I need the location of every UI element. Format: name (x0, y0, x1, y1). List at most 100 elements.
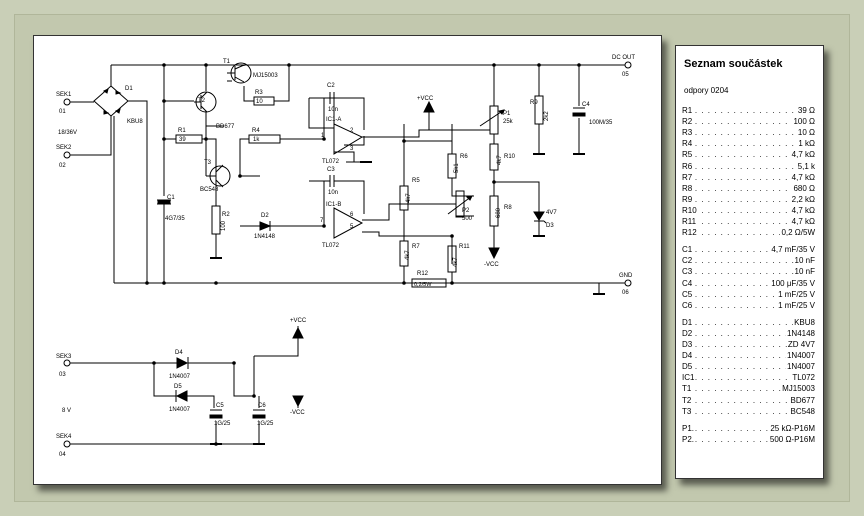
svg-text:4V7: 4V7 (546, 210, 557, 216)
part-ref: C5 (682, 288, 694, 300)
list-item: . . . . . . . . . . . . . . . . . . . . … (682, 138, 815, 150)
part-ref: T1 (682, 383, 693, 395)
svg-text:4G7/35: 4G7/35 (165, 216, 185, 222)
capacitor-c4 (572, 107, 586, 117)
label-sek2: SEK2 (56, 145, 72, 151)
resistor-r12 (411, 278, 447, 288)
svg-text:R9: R9 (530, 100, 538, 106)
svg-text:5k1: 5k1 (454, 163, 460, 173)
part-value: 1N4148 (785, 327, 815, 339)
svg-text:7: 7 (320, 218, 324, 224)
part-value: 500 Ω-P16M (768, 433, 815, 445)
part-value: MJ15003 (781, 383, 815, 395)
diode-d4 (176, 357, 191, 369)
opamp-ic1a (333, 123, 364, 155)
part-value: 100 μF/35 V (770, 277, 815, 289)
list-item: . . . . . . . . . . . . . . . . . . . . … (682, 316, 815, 328)
leader-dots: . . . . . . . . . . . . . . . . . . . . … (682, 434, 815, 444)
list-item: . . . . . . . . . . . . . . . . . . . . … (682, 204, 815, 216)
leader-dots: . . . . . . . . . . . . . . . . . . . . … (682, 183, 815, 193)
part-ref: C3 (682, 266, 694, 278)
svg-text:5: 5 (350, 224, 354, 230)
label-input-voltage: 18/36V (58, 130, 77, 136)
list-item: . . . . . . . . . . . . . . . . . . . . … (682, 288, 815, 300)
capacitor-c5 (209, 409, 223, 419)
resistor-r11 (447, 245, 457, 273)
schematic-diagram: SEK1 01 18/36V SEK2 02 SEK3 03 8 V SEK4 … (56, 55, 635, 458)
part-ref: R4 (682, 138, 694, 150)
part-value: 10 nF (793, 255, 815, 267)
leader-dots: . . . . . . . . . . . . . . . . . . . . … (682, 194, 815, 204)
part-value: ZD 4V7 (786, 339, 815, 350)
part-value: BD677 (789, 394, 815, 406)
leader-dots: . . . . . . . . . . . . . . . . . . . . … (682, 139, 815, 149)
resistor-r3 (253, 96, 275, 106)
part-ref: D4 (682, 350, 694, 362)
transistor-t2 (194, 91, 217, 113)
terminal-sek3 (63, 359, 71, 367)
leader-dots: . . . . . . . . . . . . . . . . . . . . … (682, 340, 815, 349)
label-sek2-num: 02 (59, 163, 66, 169)
svg-text:R3: R3 (255, 90, 263, 96)
label-sek1: SEK1 (56, 92, 72, 98)
terminal-gnd (624, 279, 632, 287)
svg-text:10: 10 (256, 99, 263, 105)
svg-text:R11: R11 (459, 244, 470, 250)
part-ref: IC1 (682, 372, 696, 384)
potentiometer-p2 (444, 190, 473, 218)
svg-text:TL072: TL072 (322, 243, 340, 249)
svg-text:C4: C4 (582, 102, 590, 108)
leader-dots: . . . . . . . . . . . . . . . . . . . . … (682, 256, 815, 266)
list-item: . . . . . . . . . . . . . . . . . . . . … (682, 244, 815, 256)
part-value: 4,7 kΩ (790, 216, 815, 227)
list-item: . . . . . . . . . . . . . . . . . . . . … (682, 405, 815, 417)
part-ref: R11 (682, 216, 698, 227)
label-aux-voltage: 8 V (62, 408, 71, 414)
parts-list-panel: Seznam součástek odpory 0204 . . . . . .… (675, 45, 824, 479)
part-ref: C6 (682, 299, 694, 311)
svg-text:+VCC: +VCC (417, 96, 434, 102)
leader-dots: . . . . . . . . . . . . . . . . . . . . … (682, 362, 815, 372)
svg-text:R8: R8 (504, 205, 512, 211)
svg-text:680: 680 (496, 207, 502, 218)
leader-dots: . . . . . . . . . . . . . . . . . . . . … (682, 128, 815, 138)
part-value: 10 nF (793, 266, 815, 278)
part-ref: T2 (682, 394, 693, 406)
svg-text:D4: D4 (175, 350, 183, 356)
svg-text:2: 2 (350, 128, 354, 134)
svg-text:BC548: BC548 (200, 187, 219, 193)
svg-text:1N4007: 1N4007 (169, 407, 191, 413)
svg-text:39: 39 (179, 137, 186, 143)
part-ref: R8 (682, 182, 694, 194)
part-ref: P1. (682, 422, 696, 434)
svg-text:2k2: 2k2 (544, 111, 550, 121)
svg-text:D2: D2 (261, 213, 269, 219)
svg-text:4k7: 4k7 (497, 155, 503, 165)
list-item: . . . . . . . . . . . . . . . . . . . . … (682, 105, 815, 116)
leader-dots: . . . . . . . . . . . . . . . . . . . . … (682, 278, 815, 288)
label-dc-out: DC OUT (612, 55, 635, 61)
svg-text:1k: 1k (253, 137, 260, 143)
transistor-t3 (206, 164, 231, 188)
part-ref: R5 (682, 149, 694, 161)
wires (69, 64, 626, 445)
terminal-pads (63, 61, 632, 448)
part-value: 1 mF/25 V (777, 299, 815, 311)
leader-dots: . . . . . . . . . . . . . . . . . . . . … (682, 351, 815, 361)
part-ref: R9 (682, 193, 694, 205)
capacitor-c3 (324, 175, 336, 187)
leader-dots: . . . . . . . . . . . . . . . . . . . . … (682, 423, 815, 433)
label-sek3-num: 03 (59, 372, 66, 378)
svg-text:T3: T3 (204, 160, 212, 166)
part-value: 2,2 kΩ (790, 193, 815, 205)
list-item: . . . . . . . . . . . . . . . . . . . . … (682, 193, 815, 205)
svg-text:1: 1 (321, 133, 325, 139)
transistor-t1 (227, 62, 252, 84)
part-ref: C2 (682, 255, 694, 267)
leader-dots: . . . . . . . . . . . . . . . . . . . . … (682, 217, 815, 226)
part-value: BC548 (789, 405, 815, 417)
label-sek1-num: 01 (59, 109, 66, 115)
svg-text:R7: R7 (412, 244, 420, 250)
svg-text:R12: R12 (417, 271, 429, 277)
list-item: . . . . . . . . . . . . . . . . . . . . … (682, 383, 815, 395)
